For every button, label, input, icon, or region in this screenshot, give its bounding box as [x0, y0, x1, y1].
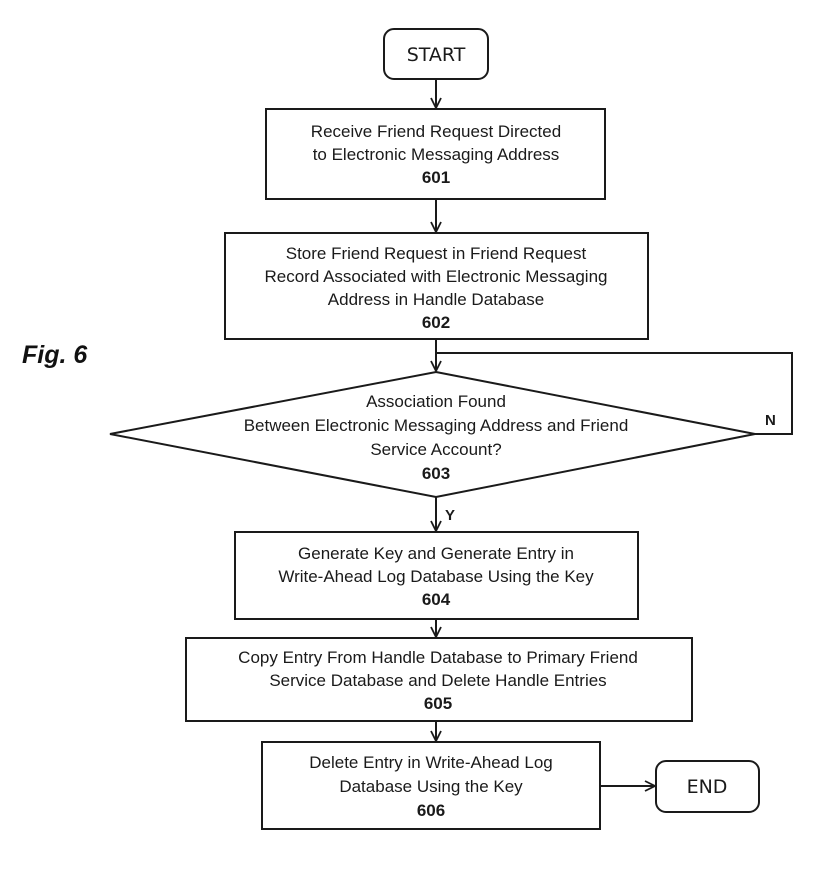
no-loop-path: [436, 352, 793, 435]
end-label: END: [687, 776, 728, 798]
yes-label: Y: [445, 507, 455, 524]
start-label: START: [407, 44, 466, 66]
step-605-number: 605: [424, 694, 452, 713]
step-601-number: 601: [422, 168, 450, 187]
no-label: N: [765, 412, 776, 429]
step-604-number: 604: [422, 590, 451, 609]
step-601-line-1: Receive Friend Request Directed: [311, 122, 561, 141]
end-terminal: END: [655, 760, 760, 813]
step-605: Copy Entry From Handle Database to Prima…: [185, 637, 693, 722]
step-604: Generate Key and Generate Entry in Write…: [234, 531, 639, 620]
step-602: Store Friend Request in Friend Request R…: [224, 232, 649, 340]
decision-603-line-2: Between Electronic Messaging Address and…: [244, 416, 629, 435]
decision-603-number: 603: [422, 464, 450, 483]
step-602-line-1: Store Friend Request in Friend Request: [286, 244, 587, 263]
step-601-line-2: to Electronic Messaging Address: [313, 145, 560, 164]
step-602-line-3: Address in Handle Database: [328, 290, 544, 309]
step-605-line-1: Copy Entry From Handle Database to Prima…: [238, 648, 638, 667]
step-606: Delete Entry in Write-Ahead Log Database…: [261, 741, 601, 830]
step-606-number: 606: [417, 801, 445, 820]
step-606-line-2: Database Using the Key: [339, 777, 523, 796]
step-601: Receive Friend Request Directed to Elect…: [265, 108, 606, 200]
step-604-line-1: Generate Key and Generate Entry in: [298, 544, 574, 563]
step-606-line-1: Delete Entry in Write-Ahead Log: [309, 753, 552, 772]
step-605-line-2: Service Database and Delete Handle Entri…: [269, 671, 606, 690]
start-terminal: START: [383, 28, 489, 80]
decision-603: Association Found Between Electronic Mes…: [109, 370, 756, 499]
decision-603-line-3: Service Account?: [370, 440, 501, 459]
step-602-line-2: Record Associated with Electronic Messag…: [265, 267, 608, 286]
decision-603-line-1: Association Found: [366, 392, 506, 411]
step-604-line-2: Write-Ahead Log Database Using the Key: [278, 567, 594, 586]
step-602-number: 602: [422, 313, 450, 332]
figure-label: Fig. 6: [22, 341, 88, 369]
